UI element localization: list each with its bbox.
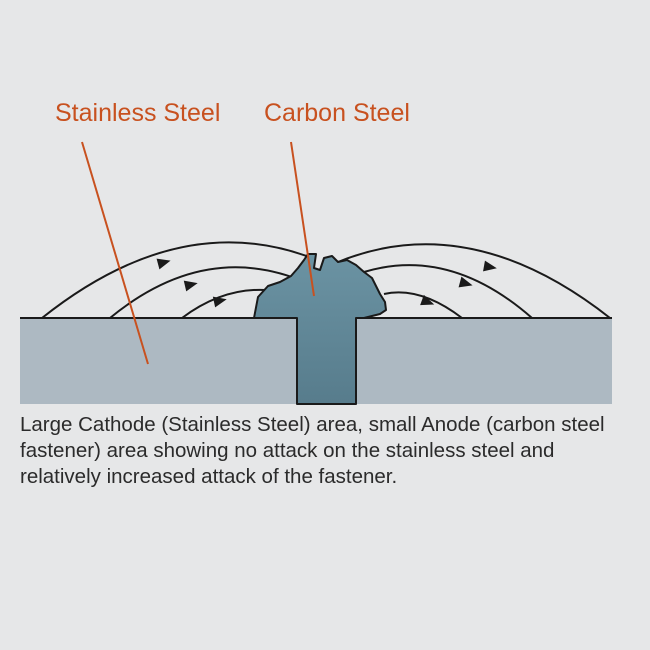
current-arc-right-inner xyxy=(383,291,463,319)
carbon-steel-fastener xyxy=(253,253,387,405)
arrow-icon xyxy=(420,294,435,306)
current-flow-arrows xyxy=(156,258,497,308)
arrow-icon xyxy=(483,260,497,272)
current-arc-right-middle xyxy=(363,264,533,319)
stainless-steel-leader-line xyxy=(81,141,149,365)
current-arc-right-outer xyxy=(337,243,611,319)
arrow-icon xyxy=(458,276,473,288)
current-arc-left-middle xyxy=(109,266,306,319)
carbon-steel-leader-line xyxy=(290,141,315,297)
current-flow-lines xyxy=(41,241,611,319)
stainless-steel-label: Stainless Steel xyxy=(55,99,220,127)
carbon-steel-label: Carbon Steel xyxy=(264,99,410,127)
diagram-caption: Large Cathode (Stainless Steel) area, sm… xyxy=(20,413,605,488)
current-arc-left-outer xyxy=(41,241,313,319)
arrow-icon xyxy=(183,280,198,292)
arrow-icon xyxy=(212,296,227,308)
arrow-icon xyxy=(156,258,171,270)
